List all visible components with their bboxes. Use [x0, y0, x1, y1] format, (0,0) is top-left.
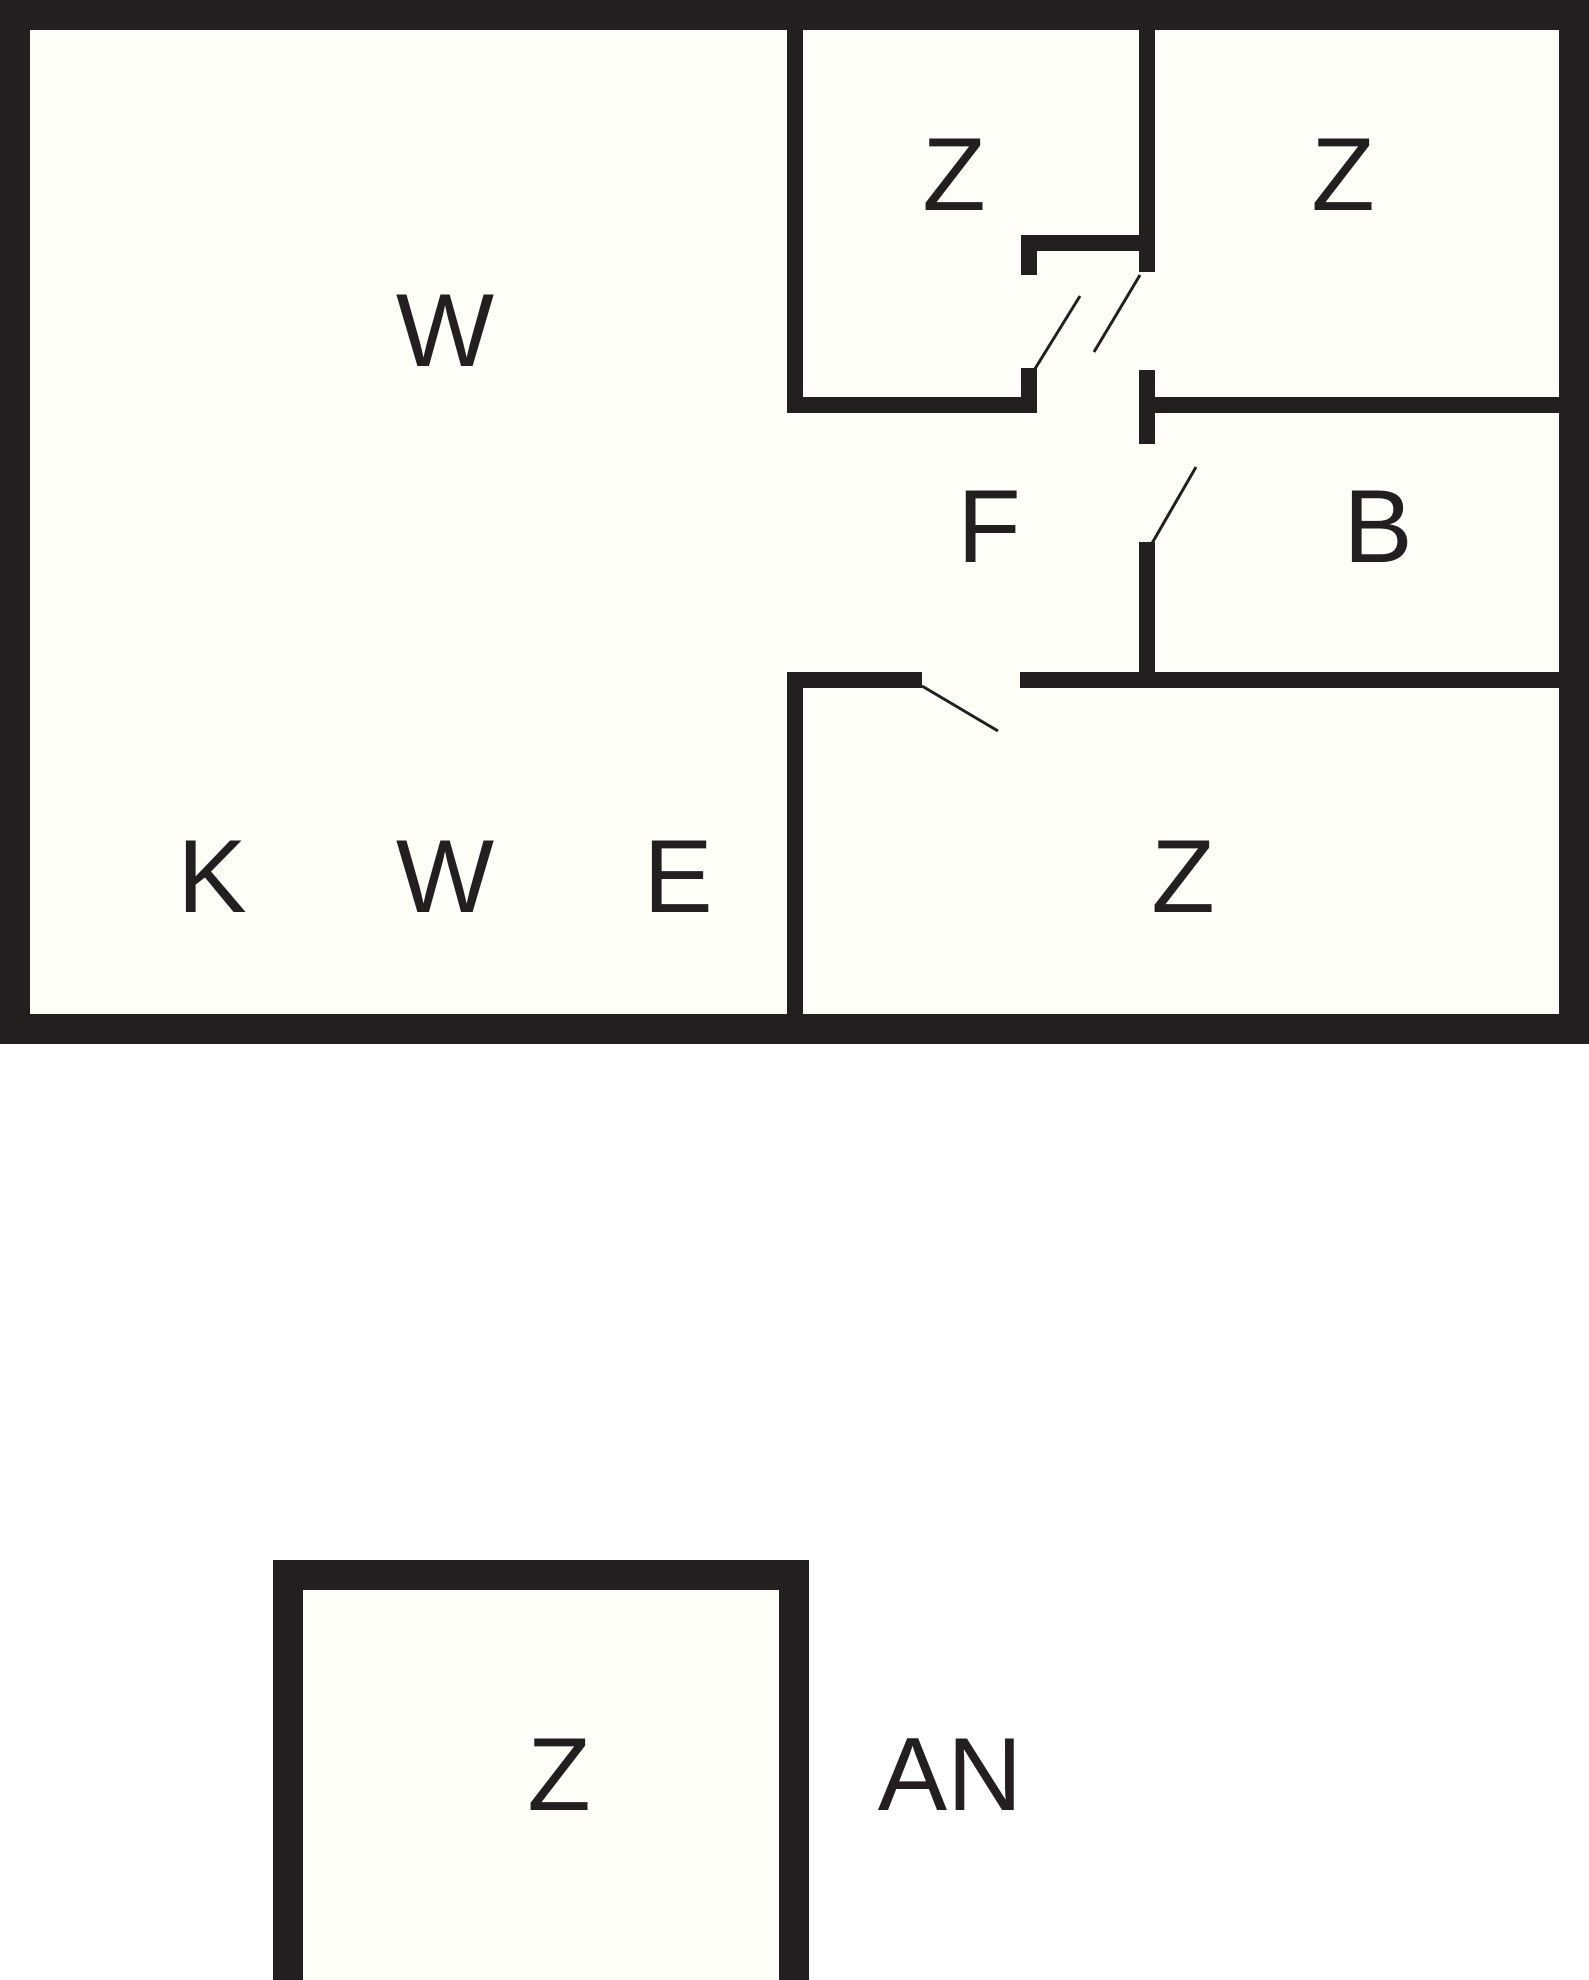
room-label-hallway: F: [957, 469, 1021, 585]
wall-bedroom-top-left-bottom: [787, 397, 1037, 413]
door-swing-bedroom-bottom: [921, 684, 999, 733]
wall-between-top-bedrooms: [1139, 30, 1155, 272]
annex-caption: AN: [878, 1717, 1022, 1833]
wall-dining-bedroom-bottom: [787, 672, 803, 1044]
door-swing-bedroom-top-left: [1031, 295, 1082, 373]
room-label-bathroom: B: [1343, 469, 1412, 585]
wall-hall-bottom-left: [787, 672, 922, 688]
wall-bath-bedroom-bottom: [1020, 672, 1559, 688]
room-label-kitchen: K: [177, 819, 246, 935]
wall-closet-left-upper: [1021, 235, 1037, 275]
wall-closet-top: [1021, 235, 1155, 251]
room-label-bedroom-top-left: Z: [922, 117, 986, 233]
door-swing-bedroom-top-right: [1092, 274, 1142, 353]
room-label-dining-area: W: [396, 819, 494, 935]
room-label-annex: Z: [527, 1717, 591, 1833]
room-label-living-room: W: [396, 273, 494, 389]
wall-hall-right-b: [1139, 542, 1155, 673]
door-swing-bathroom: [1149, 466, 1198, 546]
wall-living-bedroom-top: [787, 30, 803, 413]
wall-bedroom-bath: [1139, 397, 1559, 413]
room-label-bedroom-bottom: Z: [1151, 819, 1215, 935]
wall-closet-left-lower: [1021, 368, 1037, 413]
room-label-bedroom-top-right: Z: [1311, 117, 1375, 233]
annex-floor: [303, 1590, 779, 1980]
room-label-entrance: E: [643, 819, 712, 935]
